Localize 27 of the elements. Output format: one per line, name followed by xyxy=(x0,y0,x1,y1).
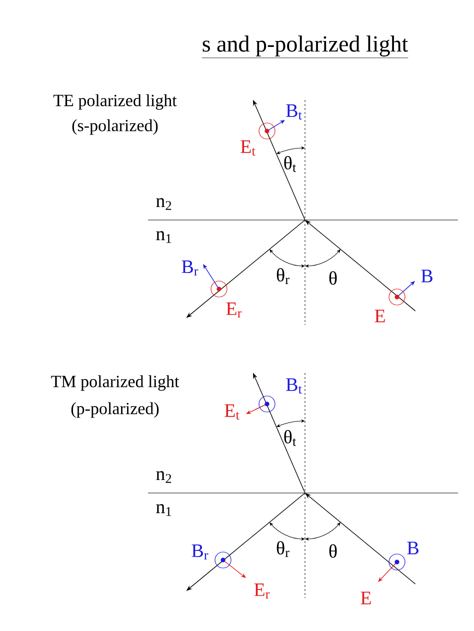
field-label: B$_{r}$ xyxy=(182,260,198,276)
panel-heading: (s-polarized) xyxy=(72,119,158,135)
angle-label: θ$_{r}$ xyxy=(276,541,290,557)
angle-label: θ$_{r}$ xyxy=(276,268,290,284)
field-label: B$_{t}$ xyxy=(286,104,302,120)
field-label: E xyxy=(360,592,371,604)
medium-label: n$_{1}$ xyxy=(156,231,172,243)
field-label: B xyxy=(421,270,432,282)
angle-label: θ xyxy=(329,271,337,285)
title: s and p-polarized light xyxy=(202,36,408,58)
angle-label: θ$_{t}$ xyxy=(284,156,296,172)
field-label: B xyxy=(407,542,418,554)
medium-label: n$_{2}$ xyxy=(156,198,172,210)
field-label: B$_{t}$ xyxy=(286,378,302,394)
field-label: B$_{r}$ xyxy=(192,544,208,560)
panel-heading: TM polarized light xyxy=(51,375,180,391)
angle-label: θ$_{t}$ xyxy=(284,430,296,446)
field-label: E$_{r}$ xyxy=(254,584,270,599)
field-label: E xyxy=(374,310,385,322)
field-label: E$_{r}$ xyxy=(226,302,242,318)
panel-heading: (p-polarized) xyxy=(71,402,159,418)
angle-label: θ xyxy=(329,544,337,558)
medium-label: n$_{1}$ xyxy=(156,504,172,516)
field-label: E$_{t}$ xyxy=(240,140,256,156)
panel-heading: TE polarized light xyxy=(53,94,177,110)
medium-label: n$_{2}$ xyxy=(156,471,172,483)
field-label: E$_{t}$ xyxy=(224,404,240,420)
